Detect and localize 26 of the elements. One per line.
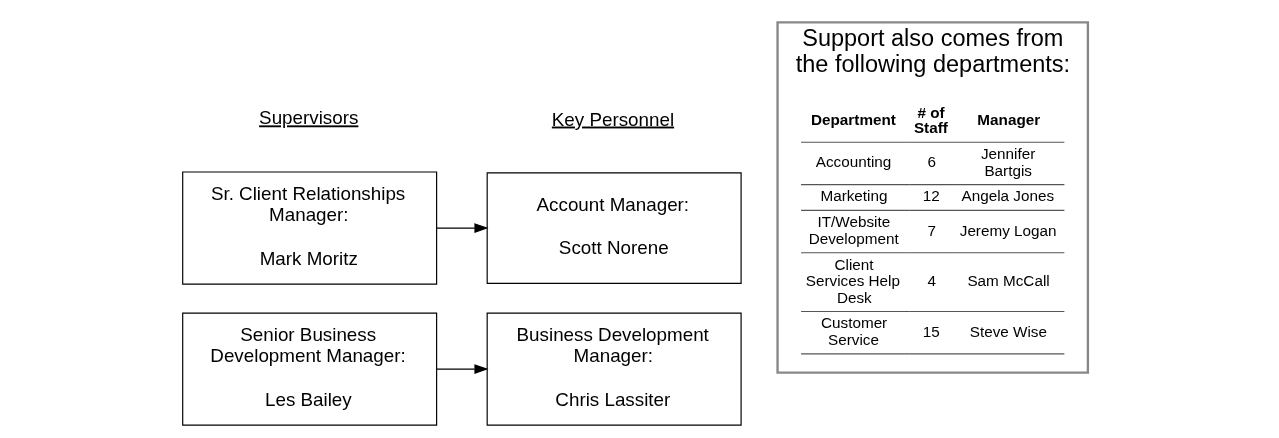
label: Key Personnel (551, 108, 674, 130)
label: Supervisors (258, 107, 358, 129)
arrow (435, 223, 489, 233)
arrow (435, 364, 489, 375)
label: Client Services Help Desk (805, 255, 900, 306)
label: Marketing (819, 187, 887, 205)
label: 7 (926, 221, 936, 239)
node-box: Business Development Manager: Chris Lassiter (486, 312, 742, 426)
label: Jeremy Logan (959, 221, 1057, 239)
node-box: Senior Business Development Manager: Les Bailey (181, 312, 437, 426)
label: Customer Service (820, 314, 887, 348)
label: Jennifer Bartgis (980, 145, 1035, 179)
label: Angela Jones (961, 187, 1054, 205)
label: Manager (976, 111, 1040, 129)
label: 12 (922, 187, 940, 205)
label: # of Staff (913, 104, 948, 137)
label: Department (810, 111, 896, 129)
label: Steve Wise (969, 322, 1047, 340)
label: Sam McCall (966, 272, 1050, 290)
label: IT/Website Development (808, 213, 899, 247)
label: 15 (922, 322, 940, 340)
node-box: Account Manager: Scott Norene (486, 172, 742, 284)
label: 4 (926, 272, 936, 290)
label: 6 (926, 153, 936, 171)
label: Accounting (815, 153, 891, 171)
node-box: Sr. Client Relationships Manager: Mark Moritz (181, 171, 437, 285)
